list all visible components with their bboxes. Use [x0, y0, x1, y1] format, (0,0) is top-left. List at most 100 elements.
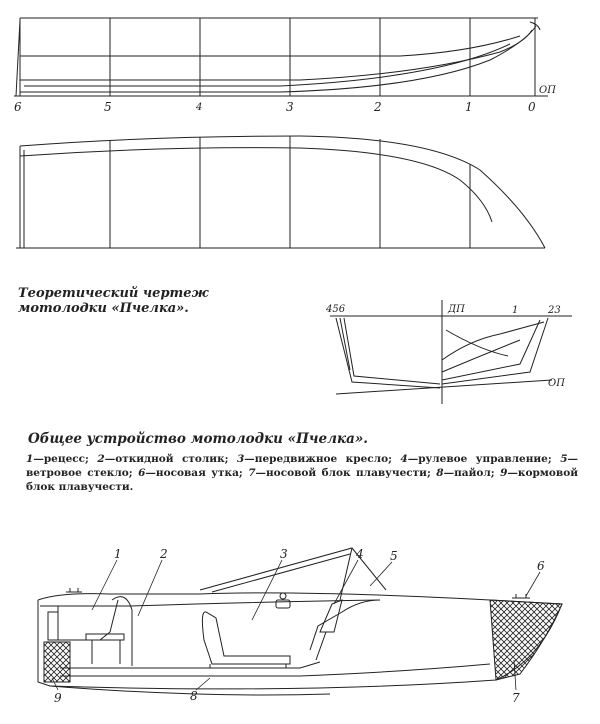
profile-stem	[529, 21, 541, 31]
station-label-5: 5	[104, 100, 112, 114]
legend-num-3: 3	[236, 453, 245, 465]
section-right-frame-3	[441, 319, 541, 381]
legend-num-4: 4	[400, 453, 408, 465]
legend-num-8: 8	[436, 467, 444, 479]
callout-6: 6	[537, 559, 545, 573]
leader-7	[513, 659, 517, 691]
leader-5	[369, 561, 393, 587]
callout-4: 4	[355, 547, 364, 561]
leader-4	[333, 559, 359, 605]
general-arrangement	[37, 547, 563, 696]
profile-view	[14, 17, 548, 97]
section-right-frame-2	[441, 317, 549, 385]
pajol-line	[60, 663, 491, 677]
legend-num-6: 6	[138, 467, 146, 479]
section-right-chine	[441, 339, 521, 373]
leader-3	[251, 559, 283, 621]
body-plan-labels: 456 ДП 1 23 ОП	[325, 304, 565, 389]
section-left-frames-3	[343, 317, 441, 385]
leader-6	[525, 571, 541, 597]
legend-text-2: —откидной столик;	[104, 453, 229, 465]
leader-9	[51, 677, 59, 691]
legend-num-7: 7	[248, 467, 256, 479]
folding-table	[111, 596, 133, 666]
windshield-inner	[211, 553, 351, 593]
stern-cleat	[66, 588, 82, 593]
profile-waterline-mid	[20, 29, 533, 81]
profile-station-labels: 6 5 4 3 2 1 0 ОП	[14, 85, 556, 114]
section-baseline	[335, 379, 553, 395]
steering-column	[315, 631, 327, 661]
leader-2	[137, 559, 163, 617]
plan-chine-edge	[19, 147, 493, 223]
baseline-label-op: ОП	[539, 85, 556, 96]
profile-stern	[15, 19, 21, 97]
interior-floor	[60, 661, 321, 669]
throttle-box	[275, 599, 291, 609]
legend-num-1: 1	[26, 453, 34, 465]
legend-text-3: —передвижное кресло;	[244, 453, 392, 465]
callout-3: 3	[280, 547, 288, 561]
general-callouts: 1 2 3 4 5 6 7 8 9	[54, 547, 545, 705]
keel	[49, 685, 331, 696]
section-label-op: ОП	[548, 378, 565, 389]
plan-view	[16, 135, 546, 249]
station-label-4: 4	[195, 102, 202, 113]
table-legs	[91, 640, 121, 664]
section-left-frames-2	[339, 317, 351, 371]
leader-8	[195, 677, 211, 691]
general-arrangement-title: Общее устройство мотолодки «Пчелка».	[28, 431, 368, 447]
callout-9: 9	[54, 691, 62, 705]
section-label-left: 456	[325, 304, 346, 315]
callout-1: 1	[114, 547, 122, 561]
section-right-frame-4	[445, 329, 509, 357]
stern-buoyancy-block	[43, 641, 71, 683]
section-right-frame-1	[441, 321, 545, 361]
legend-text-4: —рулевое управление;	[407, 453, 552, 465]
windshield-post	[339, 547, 353, 601]
station-label-2: 2	[373, 100, 382, 114]
profile-keel-line	[20, 25, 537, 93]
section-label-right: 23	[547, 305, 561, 316]
dashboard	[309, 599, 381, 651]
general-callout-leaders	[51, 559, 541, 691]
theoretical-title-line1: Теоретический чертеж	[18, 286, 209, 301]
movable-seat	[201, 611, 291, 665]
steering-wheel	[319, 599, 343, 633]
hull-outline	[37, 600, 563, 690]
station-label-1: 1	[465, 100, 473, 114]
table-top	[85, 633, 125, 641]
section-left-frames	[335, 317, 441, 389]
bow-buoyancy-block	[489, 599, 563, 681]
theoretical-title-line2: мотолодки «Пчелка».	[18, 301, 189, 316]
legend-text-5: —ветровое стекло;	[26, 453, 578, 479]
deck-line	[37, 592, 563, 605]
callout-2: 2	[159, 547, 168, 561]
profile-waterline-upper	[20, 35, 521, 57]
legend-caption: 1—рецесс; 2—откидной столик; 3—передвижн…	[26, 452, 578, 494]
station-label-0: 0	[528, 100, 536, 114]
theoretical-drawing-title: Теоретический чертеж мотолодки «Пчелка».	[18, 286, 209, 316]
callout-7: 7	[512, 691, 520, 705]
callout-5: 5	[390, 549, 398, 563]
section-label-1: 1	[512, 305, 518, 316]
legend-num-2: 2	[97, 453, 105, 465]
legend-text-9: —кормовой блок плавучести.	[26, 467, 579, 493]
aft-locker	[47, 611, 59, 641]
station-label-6: 6	[14, 100, 22, 114]
legend-num-5: 5	[560, 453, 568, 465]
legend-text-6: —носовая утка;	[145, 467, 243, 479]
plan-deck-edge	[19, 135, 546, 249]
legend-num-9: 9	[500, 467, 508, 479]
seat-rails	[209, 664, 287, 668]
bow-cleat	[512, 594, 530, 599]
legend-text-8: —пайол;	[443, 467, 495, 479]
body-plan	[330, 300, 572, 404]
deck-line-inner	[40, 599, 381, 607]
throttle-knob	[279, 592, 287, 600]
station-label-3: 3	[286, 100, 294, 114]
callout-8: 8	[190, 689, 198, 703]
legend-text-7: —носовой блок плавучести;	[255, 467, 431, 479]
section-label-dp: ДП	[447, 304, 465, 315]
